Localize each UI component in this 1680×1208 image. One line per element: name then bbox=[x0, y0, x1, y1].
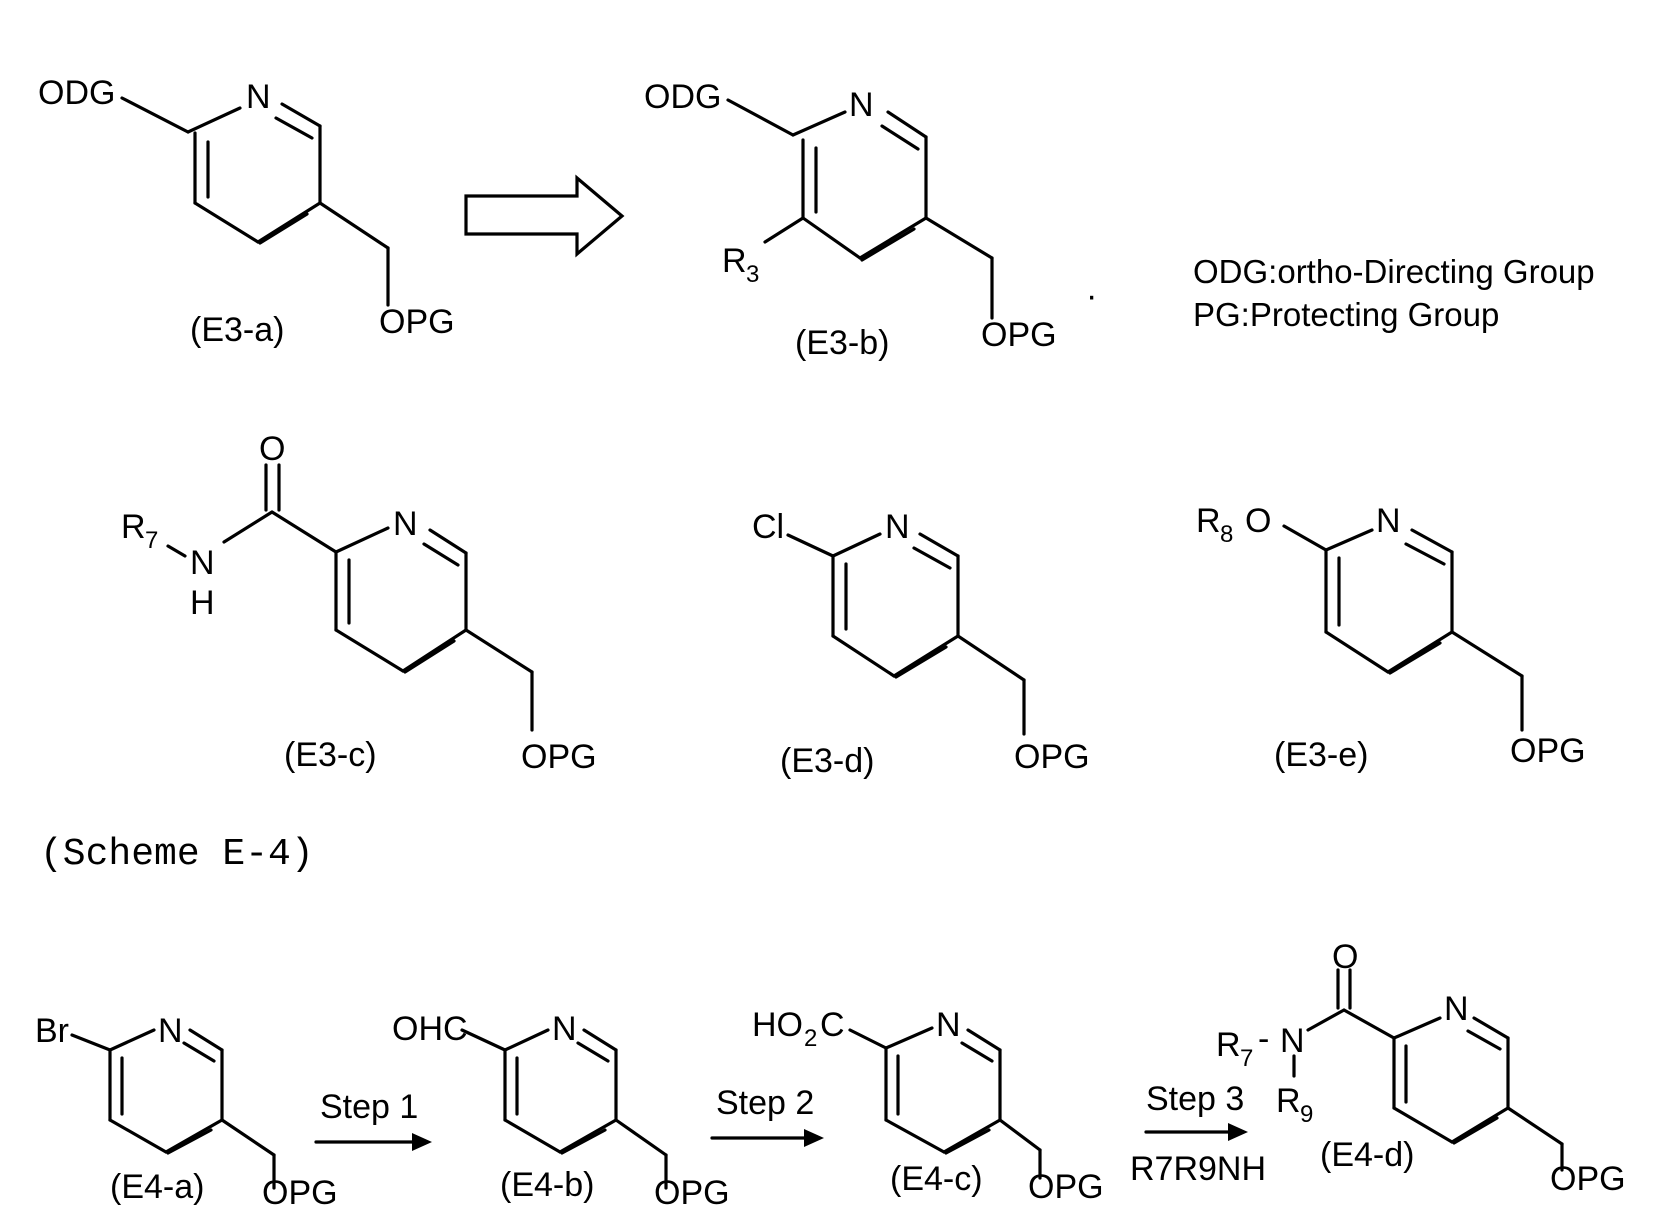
e3b-r-label: R bbox=[722, 242, 747, 280]
e4a-br-label: Br bbox=[35, 1012, 69, 1050]
step2-arrow: Step 2 bbox=[712, 1084, 824, 1147]
compound-e3e: R 8 O N OPG (E3-e) bbox=[1196, 502, 1586, 774]
compound-e4a: Br N OPG (E4-a) bbox=[35, 1012, 338, 1208]
e3e-compound-label: (E3-e) bbox=[1274, 736, 1368, 774]
e3e-o-label: O bbox=[1245, 502, 1271, 540]
e4d-opg-label: OPG bbox=[1550, 1160, 1626, 1198]
e3c-compound-label: (E3-c) bbox=[284, 736, 377, 774]
e4d-r7-bond: - bbox=[1258, 1020, 1269, 1058]
e3b-opg-label: OPG bbox=[981, 316, 1057, 354]
compound-e3b: ODG N R 3 OPG (E3-b) bbox=[644, 78, 1057, 362]
e3a-n-label: N bbox=[246, 78, 271, 116]
compound-e3a: ODG N OPG (E3-a) bbox=[38, 74, 455, 349]
step3-label: Step 3 bbox=[1146, 1080, 1244, 1118]
stray-dot: · bbox=[1086, 277, 1097, 315]
e4c-compound-label: (E4-c) bbox=[890, 1160, 983, 1198]
e3b-compound-label: (E3-b) bbox=[795, 324, 889, 362]
e3a-compound-label: (E3-a) bbox=[190, 311, 284, 349]
e3c-carbonyl-o-label: O bbox=[259, 430, 285, 468]
step1-label: Step 1 bbox=[320, 1088, 418, 1126]
e4d-n-label: N bbox=[1444, 990, 1469, 1028]
e4c-opg-label: OPG bbox=[1028, 1168, 1104, 1206]
e4b-ohc-label: OHC bbox=[392, 1010, 468, 1048]
e3c-amide-h-label: H bbox=[190, 584, 215, 622]
e4d-carbonyl-o-label: O bbox=[1332, 938, 1358, 976]
e3d-cl-label: Cl bbox=[752, 508, 784, 546]
e4c-ho-label: HO bbox=[752, 1006, 803, 1044]
e3c-opg-label: OPG bbox=[521, 738, 597, 776]
compound-e3c: O R 7 N H N OPG (E3-c) bbox=[121, 430, 597, 776]
e4b-n-label: N bbox=[552, 1010, 577, 1048]
e3e-r-label: R bbox=[1196, 502, 1221, 540]
scheme-title: (Scheme E-4) bbox=[40, 833, 314, 876]
legend-odg: ODG:ortho-Directing Group bbox=[1193, 253, 1595, 290]
e4c-ho-subscript: 2 bbox=[804, 1025, 817, 1052]
e3e-n-label: N bbox=[1376, 502, 1401, 540]
e3b-n-label: N bbox=[849, 86, 874, 124]
e3b-odg-label: ODG bbox=[644, 78, 721, 116]
e3c-n-label: N bbox=[393, 505, 418, 543]
e3c-amide-n-label: N bbox=[190, 544, 215, 582]
e3d-n-label: N bbox=[885, 508, 910, 546]
step3-reagent: R7R9NH bbox=[1130, 1150, 1266, 1188]
e4d-r7-subscript: 7 bbox=[1240, 1045, 1253, 1072]
compound-e4b: OHC N OPG (E4-b) bbox=[392, 1010, 730, 1208]
e4c-c-label: C bbox=[820, 1006, 845, 1044]
e3d-opg-label: OPG bbox=[1014, 738, 1090, 776]
e4a-opg-label: OPG bbox=[262, 1174, 338, 1208]
e4c-n-label: N bbox=[936, 1006, 961, 1044]
step1-arrow: Step 1 bbox=[316, 1088, 432, 1151]
e4a-n-label: N bbox=[158, 1012, 183, 1050]
compound-e4d: O R 7 - N R 9 N OPG (E4-d) bbox=[1216, 938, 1626, 1198]
e3e-opg-label: OPG bbox=[1510, 732, 1586, 770]
legend-pg: PG:Protecting Group bbox=[1193, 296, 1499, 333]
e3a-odg-label: ODG bbox=[38, 74, 115, 112]
step2-label: Step 2 bbox=[716, 1084, 814, 1122]
e3c-r-label: R bbox=[121, 508, 146, 546]
transformation-arrow bbox=[466, 178, 622, 254]
e4b-opg-label: OPG bbox=[654, 1174, 730, 1208]
e4a-compound-label: (E4-a) bbox=[110, 1168, 204, 1206]
e3b-r-subscript: 3 bbox=[746, 261, 759, 288]
step3-arrow: Step 3 R7R9NH bbox=[1130, 1080, 1266, 1188]
e4b-compound-label: (E4-b) bbox=[500, 1166, 594, 1204]
e4d-r7-label: R bbox=[1216, 1026, 1241, 1064]
e3c-r-subscript: 7 bbox=[145, 527, 158, 554]
compound-e3d: Cl N OPG (E3-d) bbox=[752, 508, 1090, 780]
e4d-r9-label: R bbox=[1276, 1082, 1301, 1120]
e4d-r9-subscript: 9 bbox=[1300, 1101, 1313, 1128]
e4d-amide-n-label: N bbox=[1280, 1022, 1305, 1060]
e3d-compound-label: (E3-d) bbox=[780, 742, 874, 780]
e4d-compound-label: (E4-d) bbox=[1320, 1136, 1414, 1174]
e3a-opg-label: OPG bbox=[379, 303, 455, 341]
e3e-r-subscript: 8 bbox=[1220, 521, 1233, 548]
